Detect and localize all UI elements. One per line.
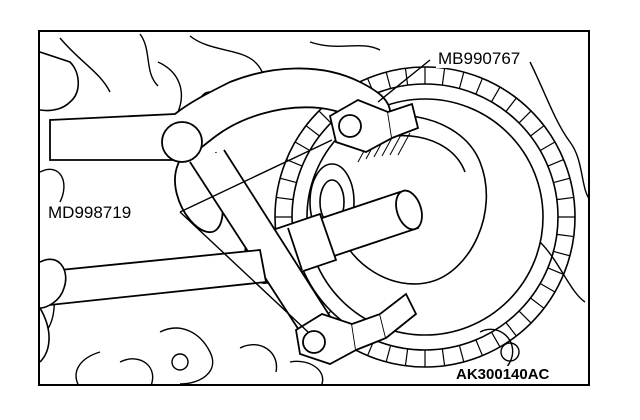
sprocket-tooth — [385, 345, 392, 363]
sprocket-tooth — [458, 345, 465, 363]
sprocket-tooth — [458, 71, 465, 89]
sprocket-tooth — [553, 250, 571, 257]
sprocket-tooth — [556, 233, 574, 238]
engine-background — [40, 33, 588, 384]
sprocket-tooth — [404, 348, 409, 366]
sprocket-tooth — [530, 125, 545, 137]
sprocket-tooth — [490, 331, 501, 348]
sprocket-tooth — [518, 310, 532, 324]
sprocket-tooth — [490, 86, 501, 103]
hand-outline — [40, 51, 80, 363]
sprocket-tooth — [505, 322, 517, 337]
lower-bolt — [295, 292, 418, 365]
sprocket-tooth — [553, 177, 571, 184]
sprocket-tooth — [475, 339, 483, 356]
callout-leaders — [179, 59, 431, 333]
sprocket-tooth — [385, 71, 392, 89]
sprocket-tooth — [441, 68, 446, 86]
sprocket-tooth — [539, 282, 556, 293]
figure-code: AK300140AC — [453, 366, 553, 384]
sprocket-tooth — [294, 141, 311, 152]
sprocket-tooth — [556, 196, 574, 201]
label-tool-mb990767: MB990767 — [436, 49, 523, 68]
sprocket-tooth — [318, 110, 332, 124]
sprocket-tooth — [547, 159, 564, 167]
sprocket-tooth — [547, 267, 564, 275]
sprocket-tooth — [276, 196, 294, 201]
sprocket-tooth — [505, 97, 517, 112]
upper-bolt — [328, 99, 420, 153]
sprocket-tooth — [404, 68, 409, 86]
sprocket-tooth — [441, 348, 446, 366]
sprocket-tooth — [279, 177, 297, 184]
sprocket-tooth — [539, 141, 556, 152]
sprocket-tooth — [305, 125, 320, 137]
sprocket-tooth — [530, 297, 545, 309]
sprocket-tooth — [475, 78, 483, 95]
label-tool-md998719: MD998719 — [46, 203, 134, 222]
illustration-frame: MB990767 MD998719 AK300140AC — [38, 30, 590, 386]
sprocket-tooth — [518, 110, 532, 124]
line-drawing — [40, 33, 588, 384]
